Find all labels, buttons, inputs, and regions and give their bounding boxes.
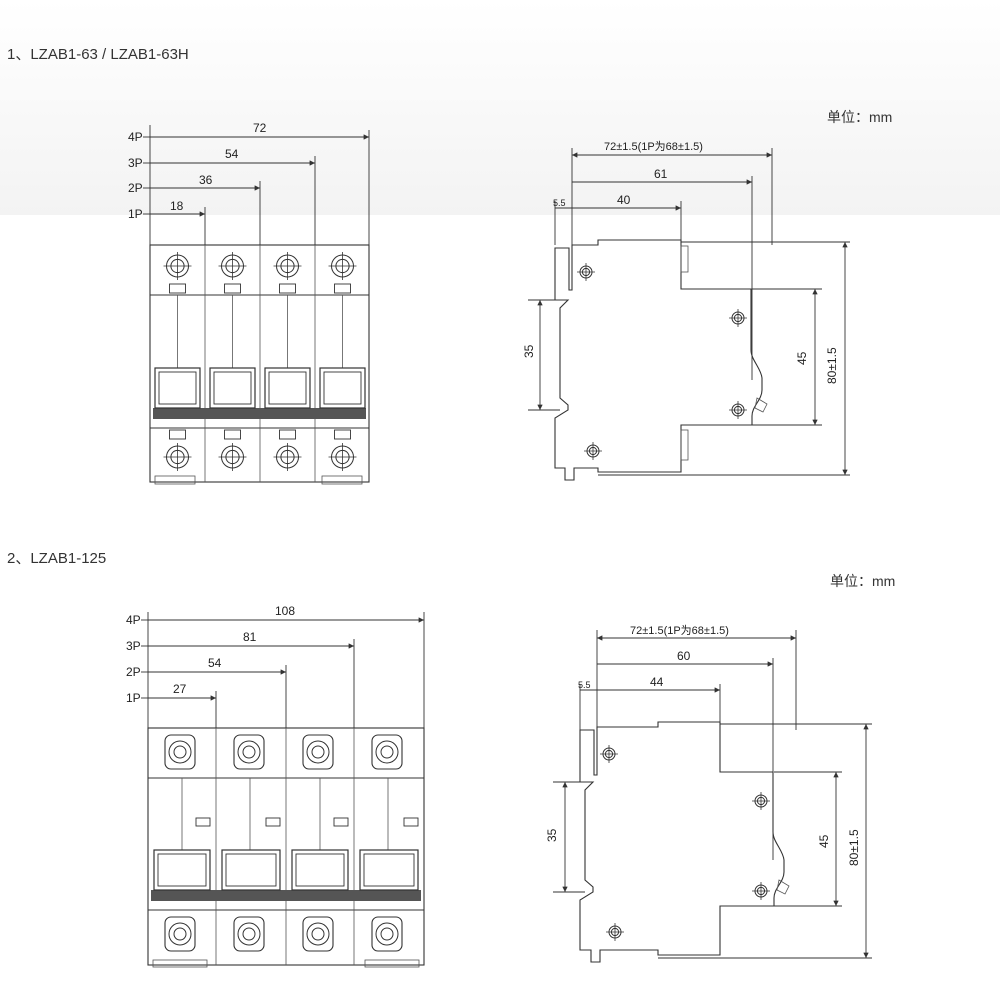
s1-width-2p: 36 (199, 173, 213, 187)
screw-terminal-icon (328, 443, 357, 471)
s2-pole-3p: 3P (126, 639, 141, 653)
indicator-window (169, 283, 186, 294)
indicator-window (403, 817, 419, 827)
s1-side-height: 80±1.5 (825, 347, 839, 384)
section1-breaker-body (149, 244, 370, 485)
section2-heading: 2、LZAB1-125 (7, 550, 107, 567)
pole-unit (221, 734, 281, 952)
screw-terminal-icon (328, 252, 357, 280)
indicator-window (224, 429, 241, 440)
s1-pole-2p: 2P (128, 181, 143, 195)
screw-terminal-icon (218, 443, 247, 471)
s2-width-3p: 81 (243, 630, 257, 644)
section1-handle-bar (153, 408, 366, 419)
s1-side-rail: 35 (522, 344, 536, 358)
indicator-window (333, 817, 349, 827)
section2-side-view: 72±1.5(1P为68±1.5) 60 44 5.5 35 45 80±1.5 (545, 624, 872, 963)
toggle-handle (291, 849, 349, 891)
screw-terminal-icon (606, 923, 624, 941)
s1-side-40: 40 (617, 193, 631, 207)
indicator-window (224, 283, 241, 294)
bolt-terminal-icon (233, 916, 265, 952)
indicator-window (334, 429, 351, 440)
s1-width-4p: 72 (253, 121, 267, 135)
bolt-terminal-icon (233, 734, 265, 770)
s2-side-rail: 35 (545, 828, 559, 842)
screw-terminal-icon (729, 309, 747, 327)
toggle-handle (359, 849, 419, 891)
screw-terminal-icon (584, 442, 602, 460)
pole-unit (154, 252, 201, 471)
bolt-terminal-icon (371, 734, 403, 770)
toggle-handle (319, 367, 366, 409)
indicator-window (334, 283, 351, 294)
screw-terminal-icon (273, 252, 302, 280)
s2-side-front: 45 (817, 834, 831, 848)
header-band (0, 0, 1000, 215)
screw-terminal-icon (729, 401, 747, 419)
bolt-terminal-icon (302, 734, 334, 770)
s1-width-1p: 18 (170, 199, 184, 213)
s2-pole-1p: 1P (126, 691, 141, 705)
section1-pole-dimensions (143, 125, 370, 245)
s2-width-2p: 54 (208, 656, 222, 670)
screw-terminal-icon (163, 443, 192, 471)
pole-unit (359, 734, 419, 952)
s2-side-44: 44 (650, 675, 664, 689)
section2-front-view: 4P 3P 2P 1P 108 81 54 27 (126, 604, 425, 968)
pole-unit (209, 252, 256, 471)
section1-side-view: 72±1.5(1P为68±1.5) 61 40 5.5 35 45 80±1.5 (522, 140, 850, 481)
bolt-terminal-icon (371, 916, 403, 952)
section1-unit: 单位：mm (827, 109, 893, 125)
s2-side-offset: 5.5 (578, 680, 591, 690)
screw-terminal-icon (577, 263, 595, 281)
pole-unit (153, 734, 211, 952)
toggle-handle (209, 367, 256, 409)
s1-side-61: 61 (654, 167, 668, 181)
s2-width-4p: 108 (275, 604, 295, 618)
s1-width-3p: 54 (225, 147, 239, 161)
s1-pole-3p: 3P (128, 156, 143, 170)
screw-terminal-icon (600, 745, 618, 763)
indicator-window (169, 429, 186, 440)
bolt-terminal-icon (164, 734, 196, 770)
section1-heading: 1、LZAB1-63 / LZAB1-63H (7, 46, 189, 63)
pole-unit (264, 252, 311, 471)
section1-front-view: 4P 3P 2P 1P 72 54 36 18 (128, 121, 370, 485)
screw-terminal-icon (752, 882, 770, 900)
toggle-handle (153, 849, 211, 891)
screw-terminal-icon (218, 252, 247, 280)
toggle-handle (221, 849, 281, 891)
section2-breaker-body (147, 727, 425, 968)
s2-side-overall: 72±1.5(1P为68±1.5) (630, 624, 729, 637)
indicator-window (265, 817, 281, 827)
s2-side-height: 80±1.5 (847, 829, 861, 866)
indicator-window (279, 429, 296, 440)
s2-pole-4p: 4P (126, 613, 141, 627)
indicator-window (279, 283, 296, 294)
indicator-window (195, 817, 211, 827)
s1-pole-1p: 1P (128, 207, 143, 221)
toggle-handle (264, 367, 311, 409)
bolt-terminal-icon (302, 916, 334, 952)
s2-width-1p: 27 (173, 682, 187, 696)
screw-terminal-icon (273, 443, 302, 471)
s2-side-60: 60 (677, 649, 691, 663)
pole-unit (319, 252, 366, 471)
section2-unit: 单位：mm (830, 573, 896, 589)
pole-unit (291, 734, 349, 952)
section2-handle-bar (151, 890, 421, 901)
screw-terminal-icon (163, 252, 192, 280)
bolt-terminal-icon (164, 916, 196, 952)
s1-side-overall: 72±1.5(1P为68±1.5) (604, 140, 703, 153)
screw-terminal-icon (752, 792, 770, 810)
s1-side-front: 45 (795, 351, 809, 365)
s1-side-offset: 5.5 (553, 198, 566, 208)
s2-pole-2p: 2P (126, 665, 141, 679)
s1-pole-4p: 4P (128, 130, 143, 144)
toggle-handle (154, 367, 201, 409)
